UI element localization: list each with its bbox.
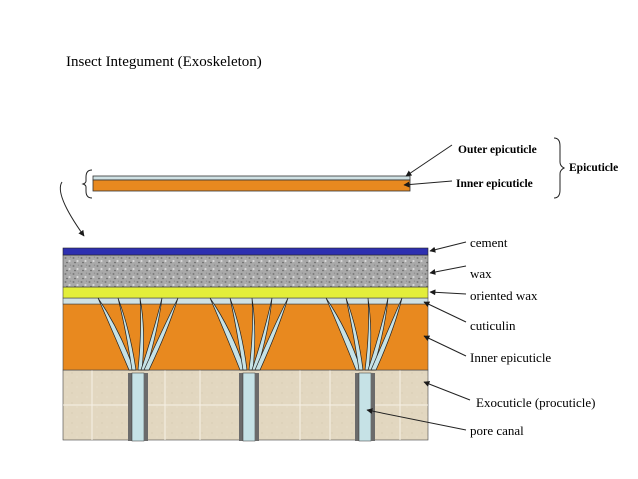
oriented-wax-layer: [62, 286, 429, 299]
pore-canal-label: pore canal: [470, 423, 524, 438]
oriented-wax-arrow: [429, 289, 467, 296]
upper-epicuticle-strip: [81, 169, 411, 199]
exocuticle-label: Exocuticle (procuticle): [476, 395, 595, 410]
epicuticle-brace: [553, 137, 566, 199]
pore-canal-arrow: [366, 408, 467, 431]
outer-epicuticle-label: Outer epicuticle: [458, 144, 537, 156]
wax-label: wax: [470, 266, 492, 281]
cement-arrow: [429, 241, 467, 253]
cuticulin-layer: [62, 297, 429, 305]
wax-layer: [62, 254, 429, 288]
left-brace: [81, 169, 93, 199]
oriented-wax-label: oriented wax: [470, 288, 538, 303]
pore-canal-2: [209, 297, 289, 442]
inner-epicuticle-layer-label: Inner epicuticle: [470, 350, 551, 365]
inner-epicuticle-band: [92, 179, 411, 192]
exocuticle-arrow: [423, 381, 471, 401]
pore-canal-1: [97, 297, 179, 442]
epicuticle-label: Epicuticle: [569, 162, 618, 174]
outer-epicuticle-band: [92, 175, 411, 181]
cuticulin-label: cuticulin: [470, 318, 516, 333]
cuticulin-arrow: [423, 301, 467, 323]
wax-arrow: [429, 265, 467, 275]
cement-label: cement: [470, 235, 508, 250]
inner-epicuticle-label: Inner epicuticle: [456, 178, 533, 190]
pore-canal-3: [325, 297, 403, 442]
inner-epicuticle-layer-arrow: [423, 335, 467, 357]
page-title: Insect Integument (Exoskeleton): [66, 54, 262, 70]
inner-epicuticle-arrow: [403, 180, 453, 188]
outer-epicuticle-arrow: [405, 144, 453, 177]
zoom-arrow: [59, 181, 85, 237]
cement-layer: [62, 247, 429, 256]
